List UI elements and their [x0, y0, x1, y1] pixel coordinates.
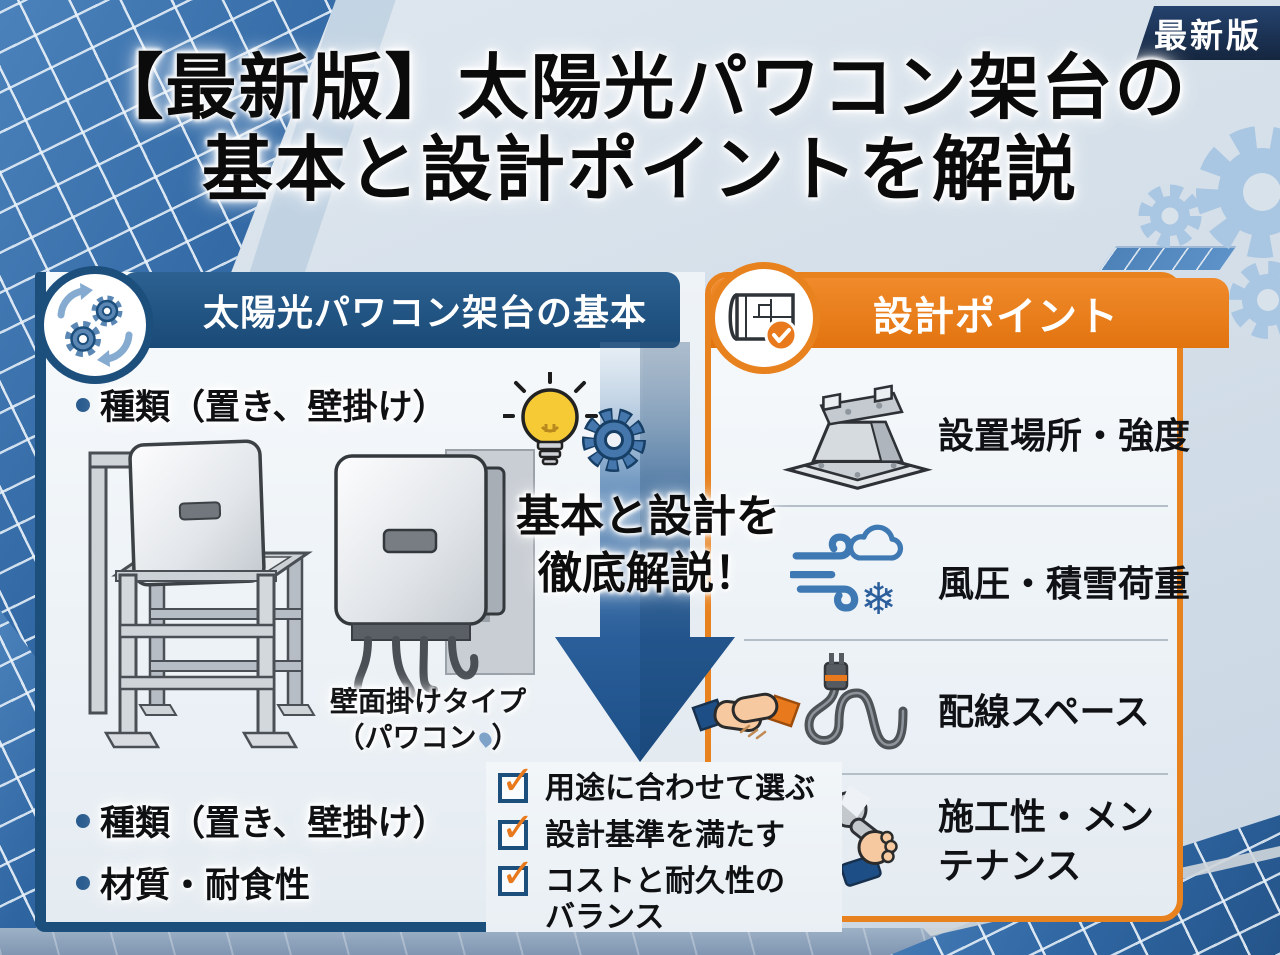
wall-type-caption: 壁面掛けタイプ （パワコン ） — [312, 684, 544, 757]
checklist-item: ✓ — [498, 854, 535, 896]
center-headline-line1: 基本と設計を — [516, 492, 780, 541]
bullet-dot — [76, 814, 90, 828]
mount-base-icon — [782, 384, 933, 490]
page-title-line2: 基本と設計ポイントを解説 — [201, 131, 1078, 211]
version-badge: 最新版 — [1136, 6, 1280, 60]
design-point-wiring: 配線スペース — [938, 691, 1150, 732]
wall-type-caption-line1: 壁面掛けタイプ — [329, 686, 526, 717]
gear-icon — [582, 408, 646, 472]
basics-bullet-material: 材質・耐食性 — [100, 866, 311, 905]
checkmark-icon: ✓ — [501, 806, 535, 850]
blueprint-check-icon — [728, 293, 798, 352]
bullet-dot — [76, 398, 90, 412]
checkbox-checked-icon — [498, 866, 528, 896]
design-points-badge — [708, 262, 820, 374]
center-headline-line2: 徹底解説！ — [538, 549, 758, 599]
wall-mounted-power-conditioner-illustration — [334, 449, 535, 698]
design-points-title: 設計ポイント — [873, 295, 1119, 339]
version-badge-label: 最新版 — [1154, 17, 1262, 54]
gears-cycle-icon — [57, 283, 133, 367]
row-divider — [744, 505, 1168, 507]
design-point-wind-snow: 風圧・積雪荷重 — [938, 563, 1191, 604]
design-point-location: 設置場所・強度 — [938, 415, 1191, 456]
checklist-label-3: コストと耐久性のバランス — [545, 865, 785, 934]
design-points-panel — [705, 272, 1183, 922]
plug-cable-icon — [804, 653, 908, 750]
small-gear-icon — [1229, 261, 1280, 339]
checklist-item: ✓ — [498, 808, 535, 850]
large-gear-icon — [1196, 126, 1280, 258]
bullet-dot — [76, 876, 90, 890]
checkmark-icon: ✓ — [501, 852, 535, 896]
checkmark-icon: ✓ — [501, 759, 535, 803]
checkbox-checked-icon — [498, 820, 528, 850]
center-headline: 基本と設計を 徹底解説！ — [498, 488, 798, 602]
handshake-icon — [691, 692, 801, 740]
basics-panel-title: 太陽光パワコン架台の基本 — [202, 292, 647, 333]
row-divider — [744, 773, 1168, 775]
wall-type-caption-line2-open: （パワコン — [336, 722, 477, 754]
checklist-label-2: 設計基準を満たす — [545, 819, 785, 852]
power-conditioner-on-stand-illustration — [88, 439, 316, 749]
gear-decorations-right — [1138, 126, 1280, 339]
medium-gear-icon — [1138, 184, 1202, 248]
basics-panel-badge — [36, 266, 154, 384]
wind-snow-icon: ❄ — [790, 524, 904, 625]
checklist-box — [486, 762, 842, 932]
checklist-label-1: 用途に合わせて選ぶ — [545, 772, 815, 805]
page-title-line1: 【最新版】太陽光パワコン架台の — [92, 49, 1188, 128]
basics-panel-header: 太陽光パワコン架台の基本 — [122, 272, 680, 348]
row-divider — [744, 639, 1168, 641]
page-title: 【最新版】太陽光パワコン架台の 基本と設計ポイントを解説 — [0, 48, 1280, 213]
wrench-hand-icon — [830, 785, 898, 887]
wall-type-caption-line2-close: ） — [491, 722, 520, 754]
svg-text:❄: ❄ — [860, 574, 897, 625]
design-point-maintenance: 施工性・メンテナンス — [938, 796, 1155, 886]
basics-bullet-types: 種類（置き、壁掛け） — [100, 804, 448, 843]
lightbulb-icon — [503, 372, 598, 466]
basics-bullet-top: 種類（置き、壁掛け） — [100, 388, 448, 427]
checkbox-checked-icon — [498, 773, 528, 803]
checklist-item: ✓ — [498, 761, 535, 803]
